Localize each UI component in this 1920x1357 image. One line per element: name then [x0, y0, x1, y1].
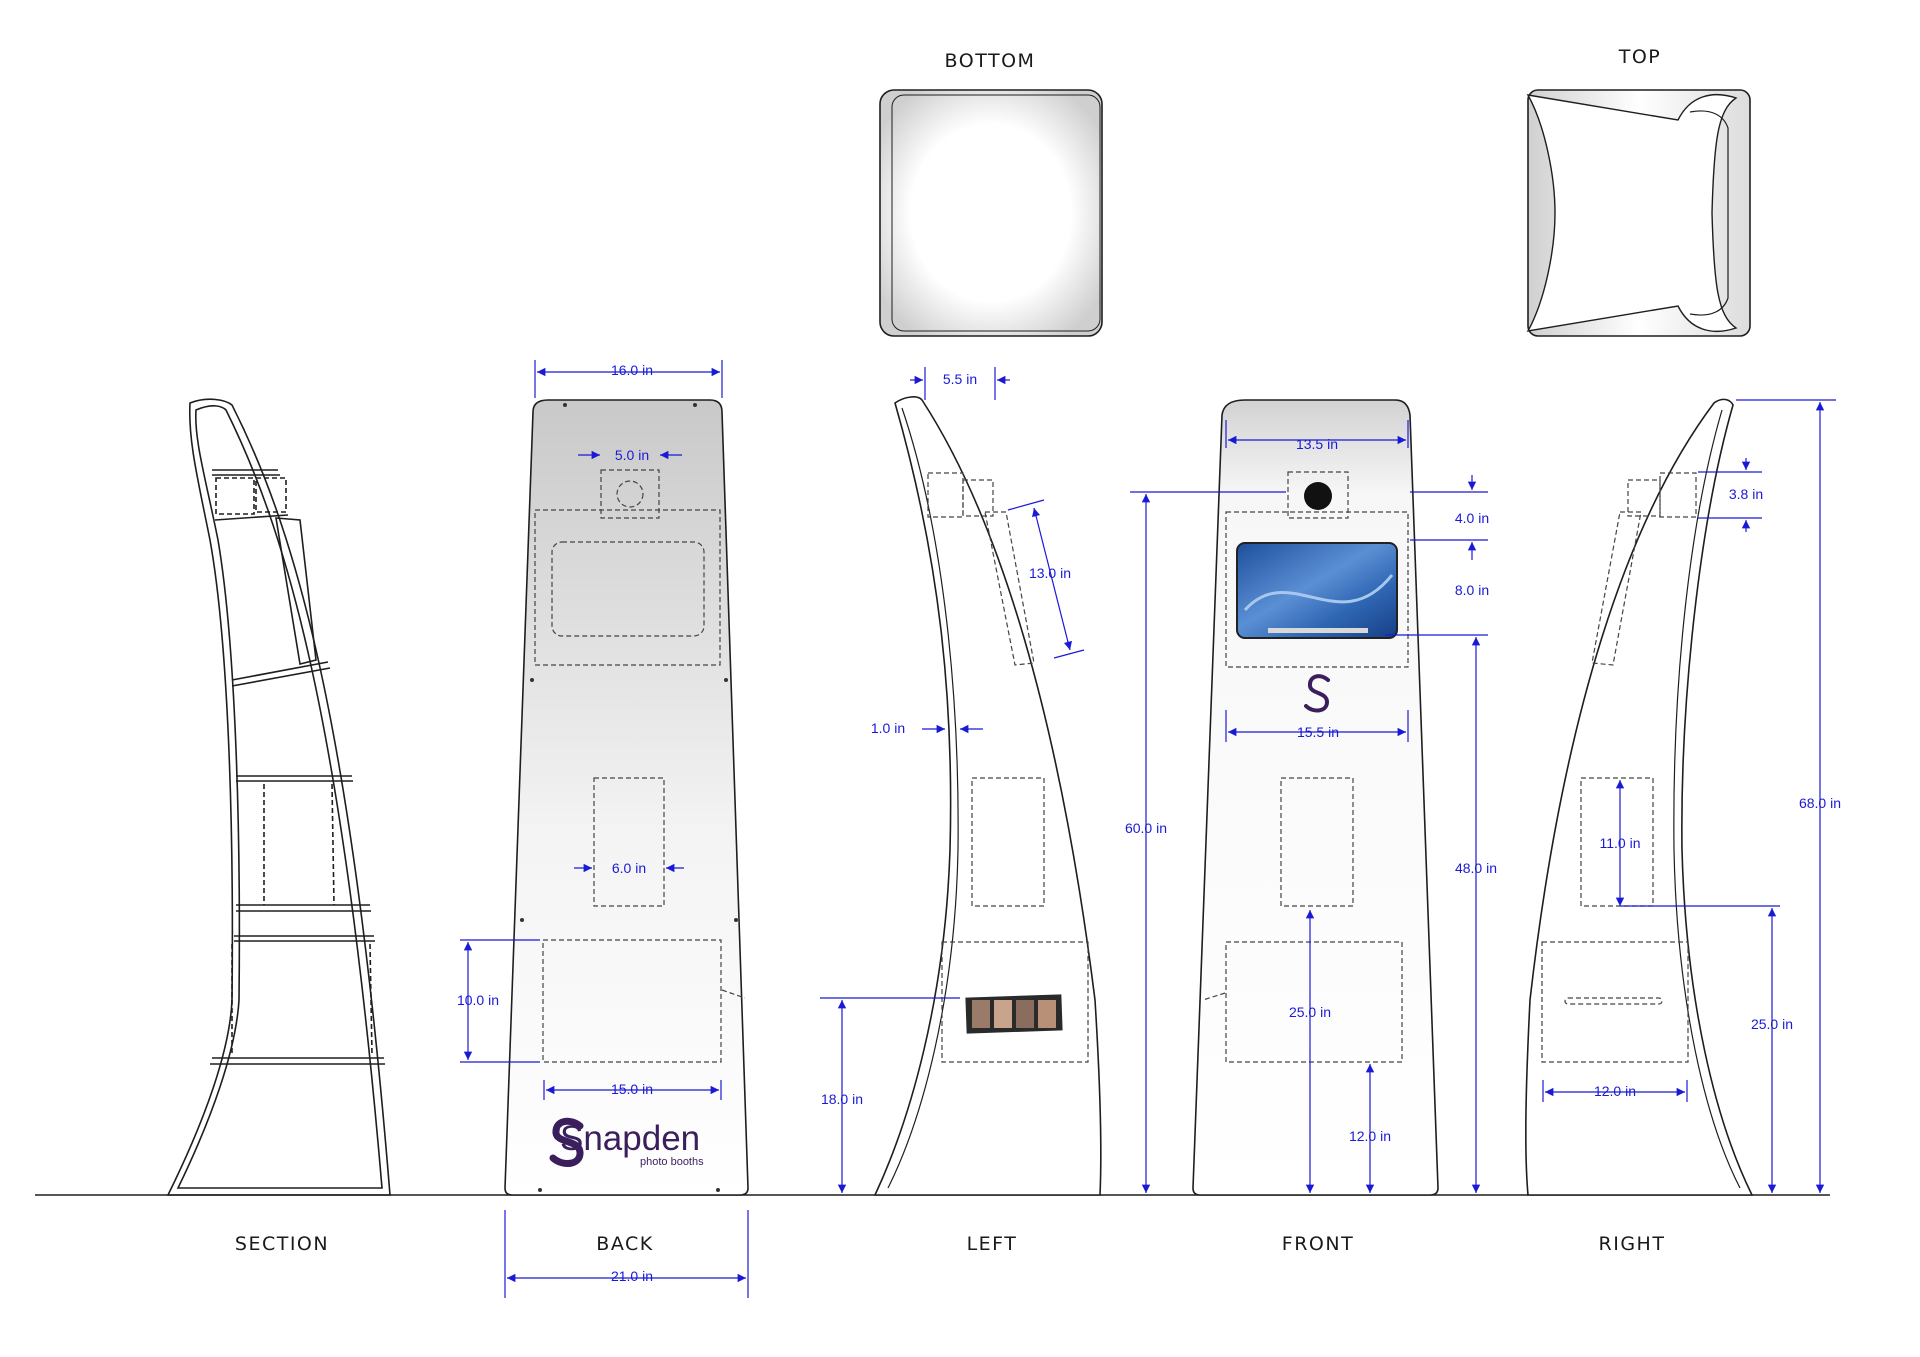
left-port-panel — [971, 777, 1045, 907]
back-screw — [724, 678, 728, 682]
back-door — [542, 939, 722, 1063]
dim-back-door-height: 10.0 in — [457, 992, 499, 1008]
dim-left-print-height: 18.0 in — [821, 1091, 863, 1107]
left-view — [873, 396, 1102, 1196]
back-view: Snapden photo booths — [504, 399, 749, 1196]
front-touch-screen — [1236, 542, 1398, 639]
section-screen-panel — [275, 517, 317, 665]
front-door-latch — [1202, 992, 1226, 1001]
section-inner-shell — [176, 405, 383, 1189]
dim-front-camera-height: 4.0 in — [1455, 510, 1489, 526]
front-logo-icon — [1304, 674, 1330, 713]
label-top: TOP — [1618, 46, 1662, 68]
dim-back-port-width: 6.0 in — [612, 860, 646, 876]
label-right: RIGHT — [1599, 1233, 1666, 1255]
label-bottom: BOTTOM — [945, 50, 1036, 72]
front-screen-dock — [1268, 628, 1368, 633]
back-screw — [520, 918, 524, 922]
dim-front-camera-elevation: 60.0 in — [1125, 820, 1167, 836]
right-body-outline — [1525, 398, 1754, 1196]
left-body-inner — [887, 407, 959, 1189]
front-screen-frame — [1225, 511, 1409, 668]
back-door-latch — [721, 989, 746, 999]
back-monitor-access — [551, 541, 705, 637]
front-camera-recess — [1287, 471, 1349, 519]
label-back: BACK — [596, 1233, 653, 1255]
right-door — [1541, 941, 1689, 1063]
dim-back-base-width: 21.0 in — [611, 1268, 653, 1284]
dim-front-screen-height: 8.0 in — [1455, 582, 1489, 598]
right-screen-panel — [1591, 511, 1642, 666]
dimension-lines — [460, 360, 1836, 1298]
dim-front-screen-width: 15.5 in — [1297, 724, 1339, 740]
label-front: FRONT — [1282, 1233, 1354, 1255]
left-door — [941, 941, 1089, 1063]
back-screw — [693, 403, 697, 407]
left-camera-box — [962, 479, 994, 517]
label-left: LEFT — [967, 1233, 1018, 1255]
left-body-outline — [873, 396, 1102, 1196]
dim-left-top-depth: 5.5 in — [943, 371, 977, 387]
top-view — [1526, 89, 1751, 337]
right-camera-box — [1627, 479, 1661, 517]
dim-right-slot-width: 12.0 in — [1594, 1083, 1636, 1099]
bottom-inner — [891, 94, 1101, 332]
section-shelf — [214, 514, 289, 521]
snapden-logo: Snapden photo booths — [549, 1117, 704, 1168]
dim-left-wall-thickness: 1.0 in — [871, 720, 905, 736]
back-camera-recess — [600, 469, 660, 519]
section-shelf — [231, 667, 331, 687]
right-camera-box — [1659, 472, 1697, 518]
back-upper-panel — [534, 509, 721, 666]
right-view — [1525, 398, 1754, 1196]
right-print-slot — [1564, 997, 1663, 1005]
section-view — [166, 398, 391, 1196]
snapden-logo-tagline: photo booths — [640, 1156, 704, 1168]
back-port-panel — [593, 777, 665, 907]
back-screw — [716, 1188, 720, 1192]
section-divider — [369, 943, 373, 1056]
back-body — [504, 399, 749, 1196]
section-divider — [331, 783, 335, 906]
bottom-outline — [879, 89, 1103, 337]
dim-back-camera-width: 5.0 in — [615, 447, 649, 463]
left-photo-strip — [965, 994, 1063, 1034]
back-screw — [734, 918, 738, 922]
dim-right-total-height: 68.0 in — [1799, 795, 1841, 811]
bottom-view — [879, 89, 1103, 337]
dim-front-door-elevation: 12.0 in — [1349, 1128, 1391, 1144]
dim-front-door-height: 25.0 in — [1289, 1004, 1331, 1020]
snapden-logo-mark — [549, 1117, 584, 1167]
section-shelf — [231, 661, 329, 681]
back-camera-port — [616, 480, 644, 508]
front-port-panel — [1280, 777, 1354, 907]
dim-front-top-width: 13.5 in — [1296, 436, 1338, 452]
dim-front-screen-elevation: 48.0 in — [1455, 860, 1497, 876]
front-body — [1192, 399, 1439, 1196]
section-outer-shell — [166, 398, 391, 1196]
top-curved-shell — [1526, 94, 1738, 332]
top-inner-curve — [1689, 110, 1729, 316]
front-camera-lens — [1304, 482, 1332, 510]
front-view — [1192, 399, 1439, 1196]
front-screen-wave — [1243, 574, 1394, 612]
back-screw — [538, 1188, 542, 1192]
dim-right-panel-height: 11.0 in — [1600, 835, 1641, 851]
right-body-inner — [1673, 409, 1741, 1189]
dim-back-top-width: 16.0 in — [611, 362, 653, 378]
dim-right-door-height: 25.0 in — [1751, 1016, 1793, 1032]
label-section: SECTION — [235, 1233, 329, 1255]
back-screw — [530, 678, 534, 682]
dim-back-door-width: 15.0 in — [611, 1081, 653, 1097]
dim-left-panel-length: 13.0 in — [1029, 565, 1071, 581]
right-port-panel — [1580, 777, 1654, 907]
snapden-logo-name: Snapden — [560, 1119, 700, 1158]
section-camera-box — [215, 477, 255, 515]
back-screw — [563, 403, 567, 407]
dim-right-camera-height: 3.8 in — [1729, 486, 1763, 502]
